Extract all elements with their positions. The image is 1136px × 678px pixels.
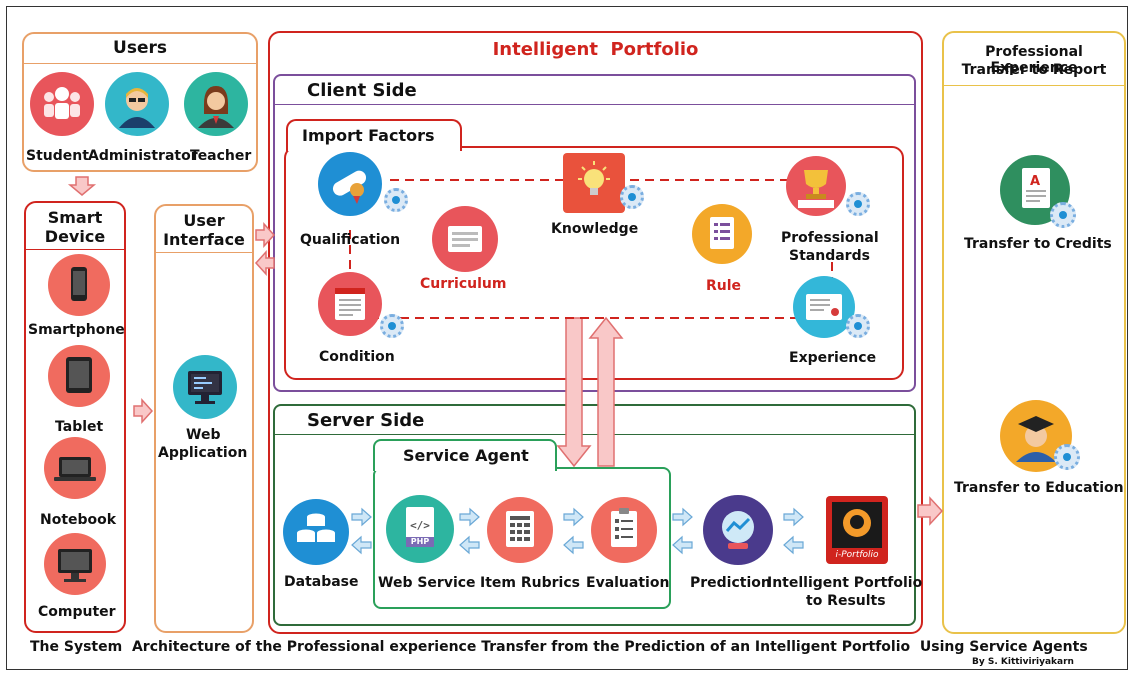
server-side-title: Server Side bbox=[307, 410, 425, 431]
intelligent-portfolio-title: Intelligent Portfolio bbox=[492, 39, 699, 60]
users-divider bbox=[24, 63, 256, 64]
item-rubrics-icon bbox=[487, 497, 553, 563]
prediction-label: Prediction bbox=[690, 575, 771, 591]
prediction-icon bbox=[703, 495, 773, 565]
client-side-title: Client Side bbox=[307, 80, 417, 101]
computer-label: Computer bbox=[38, 604, 116, 620]
smartphone-label: Smartphone bbox=[28, 322, 125, 338]
author-credit: By S. Kittiviriyakarn bbox=[972, 657, 1074, 667]
experience-gear-icon bbox=[846, 314, 870, 338]
professional-standards-icon bbox=[786, 156, 846, 216]
svg-text:</>: </> bbox=[410, 519, 430, 532]
professional-label: Professional bbox=[781, 230, 879, 246]
users-title: Users bbox=[113, 38, 167, 58]
diagram-caption: The System Architecture of the Professio… bbox=[30, 639, 1088, 655]
condition-icon bbox=[318, 272, 382, 336]
server-side-divider bbox=[275, 434, 914, 435]
transfer-credits-gear-icon bbox=[1050, 202, 1076, 228]
transfer-credits-label: Transfer to Credits bbox=[964, 236, 1112, 252]
experience-label: Experience bbox=[789, 350, 877, 366]
administrator-label: Administrator bbox=[88, 148, 198, 164]
tablet-icon bbox=[48, 345, 110, 407]
web-service-label: Web Service bbox=[378, 575, 476, 591]
rule-icon bbox=[692, 204, 752, 264]
qualification-gear-icon bbox=[384, 188, 408, 212]
smart-device-divider bbox=[26, 249, 124, 250]
intelligent-portfolio-results-icon: i-Portfolio bbox=[826, 496, 888, 564]
web-label: Web bbox=[186, 427, 221, 443]
diagram-frame bbox=[6, 6, 1128, 670]
smartphone-icon bbox=[48, 254, 110, 316]
transfer-divider bbox=[944, 85, 1124, 86]
transfer-education-gear-icon bbox=[1054, 444, 1080, 470]
smart-device-title-2: Device bbox=[44, 227, 106, 246]
application-label: Application bbox=[158, 445, 248, 461]
transfer-title-2: Transfer to Report bbox=[961, 62, 1107, 78]
qualification-label: Qualification bbox=[300, 232, 401, 248]
teacher-label: Teacher bbox=[190, 148, 252, 164]
knowledge-gear-icon bbox=[620, 185, 644, 209]
curriculum-label: Curriculum bbox=[420, 276, 507, 292]
import-factors-title: Import Factors bbox=[302, 126, 435, 145]
service-agent-title: Service Agent bbox=[403, 446, 529, 465]
student-label: Student bbox=[26, 148, 89, 164]
evaluation-icon bbox=[591, 497, 657, 563]
qualification-icon bbox=[318, 152, 382, 216]
transfer-report-panel: Professional Experience Transfer to Repo… bbox=[942, 31, 1126, 634]
transfer-credits-icon: A bbox=[1000, 155, 1070, 225]
condition-label: Condition bbox=[319, 349, 395, 365]
tablet-label: Tablet bbox=[55, 419, 104, 435]
transfer-title-1: Professional Experience bbox=[985, 44, 1083, 76]
notebook-label: Notebook bbox=[40, 512, 117, 528]
rule-label: Rule bbox=[706, 278, 742, 294]
service-agent-tab: Service Agent bbox=[373, 439, 557, 471]
teacher-icon bbox=[184, 72, 248, 136]
item-rubrics-label: Item Rubrics bbox=[480, 575, 580, 591]
user-interface-title-2: Interface bbox=[163, 230, 245, 249]
web-application-icon bbox=[173, 355, 237, 419]
user-interface-title-1: User bbox=[183, 211, 225, 230]
administrator-icon bbox=[105, 72, 169, 136]
results-label-2: to Results bbox=[806, 593, 886, 609]
evaluation-label: Evaluation bbox=[586, 575, 670, 591]
results-label-1: Intelligent Portfolio bbox=[767, 575, 923, 591]
computer-icon bbox=[44, 533, 106, 595]
user-interface-divider bbox=[156, 252, 252, 253]
standards-label: Standards bbox=[789, 248, 870, 264]
notebook-icon bbox=[44, 437, 106, 499]
knowledge-label: Knowledge bbox=[551, 221, 639, 237]
knowledge-icon bbox=[563, 153, 625, 213]
professional-gear-icon bbox=[846, 192, 870, 216]
experience-icon bbox=[793, 276, 855, 338]
condition-gear-icon bbox=[380, 314, 404, 338]
curriculum-icon bbox=[432, 206, 498, 272]
transfer-education-label: Transfer to Education bbox=[954, 480, 1124, 496]
iportfolio-badge: i-Portfolio bbox=[835, 550, 879, 560]
smart-device-title-1: Smart bbox=[47, 208, 103, 227]
web-service-icon: </> PHP bbox=[386, 495, 454, 563]
database-icon bbox=[283, 499, 349, 565]
import-factors-tab: Import Factors bbox=[286, 119, 462, 151]
svg-text:A: A bbox=[1030, 174, 1040, 189]
php-badge: PHP bbox=[410, 537, 430, 546]
student-icon bbox=[30, 72, 94, 136]
client-side-divider bbox=[275, 104, 914, 105]
database-label: Database bbox=[284, 574, 359, 590]
